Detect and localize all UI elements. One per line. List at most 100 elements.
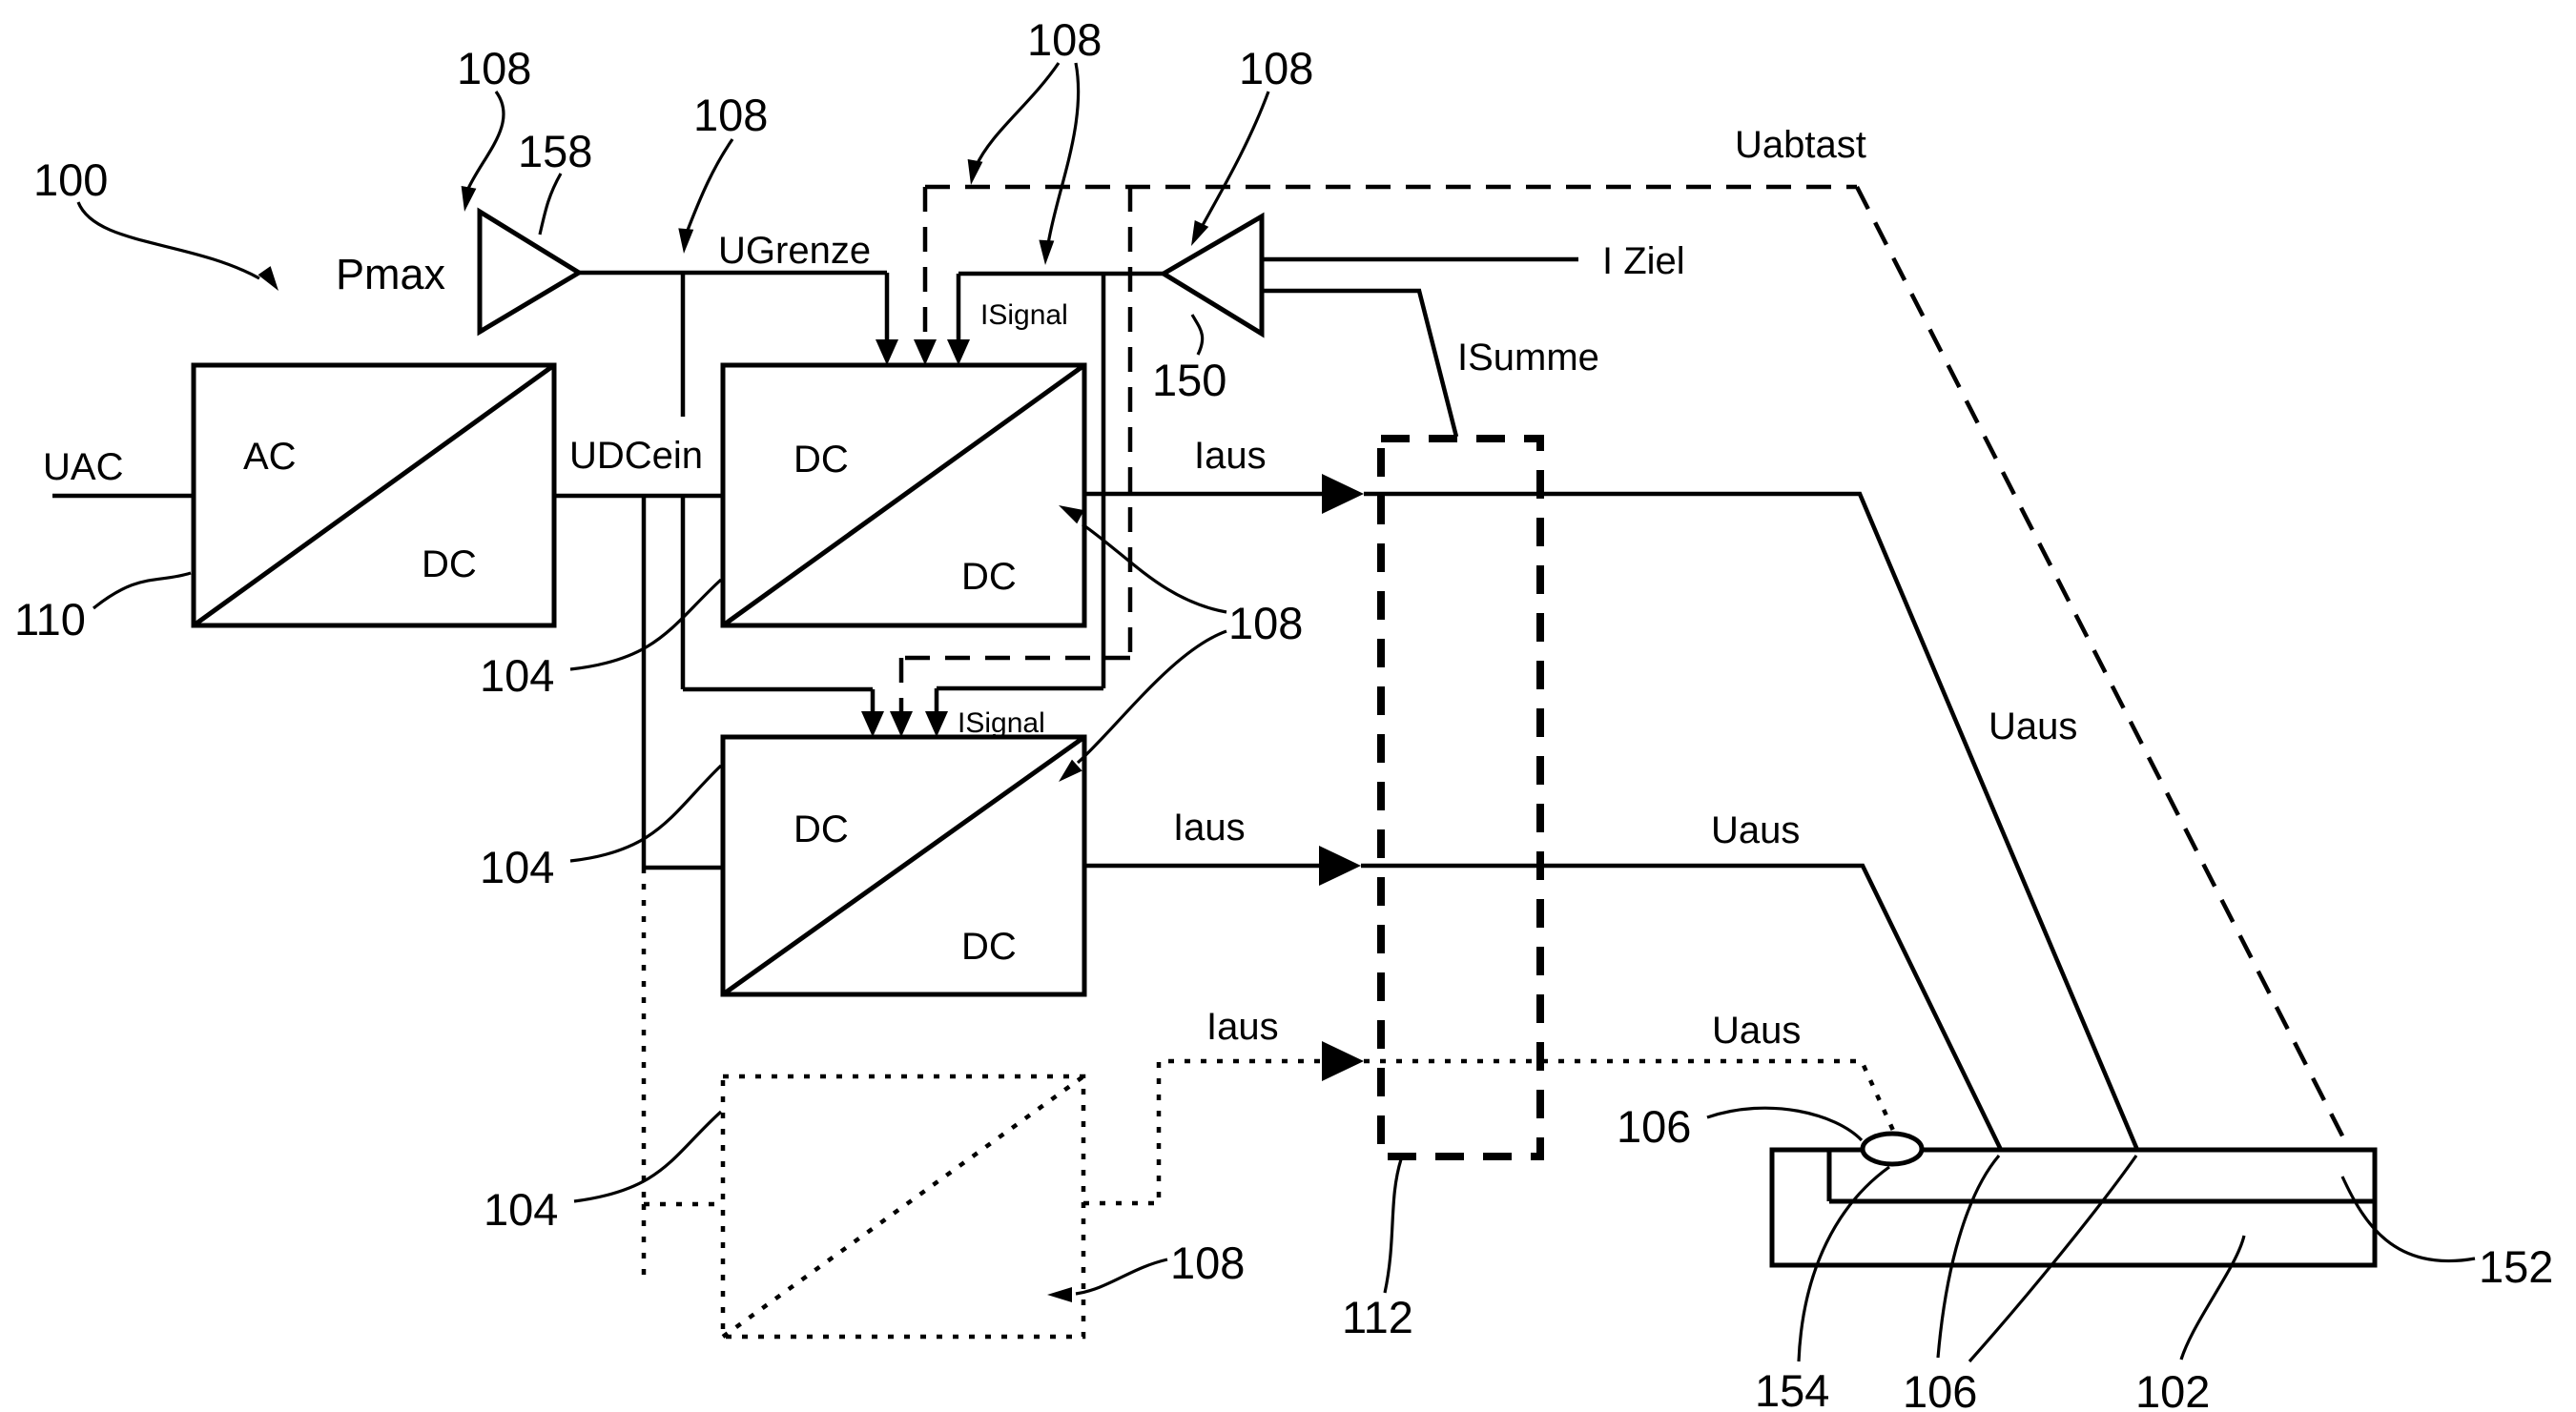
- ac-dc-diagonal: [192, 362, 556, 628]
- leader-108-5b: [1076, 629, 1227, 765]
- leader-158: [538, 173, 563, 235]
- leader-104-3: [573, 1110, 723, 1203]
- ref-106-2: 106: [1903, 1366, 1977, 1412]
- leader-150: [1190, 314, 1205, 356]
- leader-108-5a: [1082, 522, 1227, 614]
- arrow-ugrenze-box2-icon: [861, 711, 884, 737]
- leader-108-6: [1075, 1258, 1168, 1296]
- ref-108-3: 108: [1027, 14, 1102, 65]
- uaus-2-label: Uaus: [1711, 809, 1800, 851]
- ref-150: 150: [1152, 355, 1226, 405]
- battery-outer-rect: [1769, 1147, 2378, 1268]
- dc-dc-2-diagonal: [721, 734, 1086, 997]
- ref-104-1: 104: [480, 650, 554, 701]
- arrow-isignal-box2-icon: [925, 711, 948, 737]
- arrow-108-4-icon: [1191, 220, 1209, 246]
- uac-label: UAC: [43, 446, 123, 488]
- ac-dc-converter-box: AC DC: [191, 362, 557, 628]
- arrow-iaus3-icon: [1322, 1041, 1364, 1081]
- leader-102: [2179, 1235, 2246, 1361]
- isignal-2-label: ISignal: [958, 707, 1045, 739]
- uaus2-line: [1361, 863, 2004, 1151]
- arrow-108-5b-icon: [1059, 759, 1082, 782]
- ugrenze-label: UGrenze: [718, 230, 871, 272]
- dc-dc-converter-2-box: DC DC: [720, 734, 1087, 997]
- leader-112: [1383, 1158, 1403, 1294]
- iaus3-line: [1083, 1058, 1322, 1206]
- ugrenze-path: [579, 270, 898, 737]
- uaus3-line: [1364, 1058, 1898, 1136]
- ref-108-6: 108: [1170, 1238, 1245, 1288]
- uaus1-line: [1364, 491, 2140, 1151]
- pmax-amplifier-triangle: [477, 207, 584, 337]
- ref-152: 152: [2479, 1241, 2553, 1292]
- arrow-control-box2-icon: [890, 711, 913, 737]
- isumme-label: ISumme: [1457, 337, 1599, 379]
- output-2-path: [1084, 846, 2004, 1151]
- dc-label: DC: [422, 543, 477, 585]
- dc2-in-label: DC: [793, 808, 849, 850]
- arrow-108-6-icon: [1047, 1287, 1072, 1302]
- ref-108-2: 108: [693, 90, 768, 140]
- leader-108-4: [1200, 91, 1270, 228]
- dc-dc-1-diagonal: [721, 362, 1086, 628]
- leader-108-3a: [974, 62, 1061, 168]
- dc2-out-label: DC: [961, 926, 1017, 968]
- ref-110: 110: [14, 594, 86, 645]
- ref-100: 100: [33, 154, 108, 205]
- leader-100: [76, 201, 260, 280]
- i-ziel-label: I Ziel: [1602, 240, 1685, 282]
- dc1-in-label: DC: [793, 439, 849, 481]
- leader-108-2: [685, 138, 734, 234]
- sense-tap-ellipse: [1860, 1131, 1925, 1167]
- arrow-iaus1-icon: [1322, 474, 1364, 514]
- arrow-108-3a-icon: [967, 159, 983, 185]
- ref-108-5: 108: [1228, 598, 1303, 648]
- uabtast-diagonal: [1854, 185, 2351, 1149]
- isumme-line: [1262, 288, 1459, 438]
- regulator-150-triangle: [1159, 212, 1265, 338]
- output-3-path-planned: [1083, 1041, 1898, 1206]
- dc1-out-label: DC: [961, 556, 1017, 598]
- dc-dc-3-diagonal: [721, 1074, 1085, 1339]
- udcein-label-group: UDCein: [567, 431, 710, 477]
- ref-108-1: 108: [457, 43, 531, 93]
- leader-108-1: [465, 91, 505, 192]
- leader-154: [1797, 1165, 1890, 1362]
- uabtast-label: Uabtast: [1735, 124, 1866, 166]
- ref-106-1: 106: [1617, 1101, 1691, 1152]
- battery-assembly: [1769, 1147, 2378, 1268]
- arrow-108-2-icon: [678, 228, 694, 254]
- ref-104-2: 104: [480, 842, 554, 892]
- leader-104-2: [569, 764, 723, 863]
- ref-102: 102: [2135, 1366, 2210, 1412]
- uaus-1-label: Uaus: [1989, 706, 2077, 747]
- ref-104-3: 104: [484, 1184, 558, 1235]
- ref-154: 154: [1755, 1365, 1829, 1412]
- ref-108-4: 108: [1239, 43, 1313, 93]
- isignal-path: [925, 271, 1164, 737]
- leader-152: [2340, 1176, 2476, 1263]
- ref-112: 112: [1342, 1292, 1413, 1342]
- leader-108-3b: [1046, 62, 1081, 245]
- iaus-3-label: Iaus: [1206, 1006, 1279, 1048]
- isignal-1-label: ISignal: [980, 299, 1068, 331]
- uaus-3-label: Uaus: [1712, 1010, 1801, 1052]
- arrow-108-3b-icon: [1039, 239, 1055, 265]
- ac-label: AC: [243, 436, 297, 478]
- arrow-100-icon: [258, 266, 278, 291]
- udcein-label-bg: [567, 431, 710, 477]
- ref-158: 158: [518, 126, 592, 176]
- control-dashed-lines: [890, 184, 2351, 1149]
- leader-104-1: [569, 578, 723, 671]
- leader-106-1: [1706, 1106, 1864, 1142]
- arrow-iaus2-icon: [1319, 846, 1361, 886]
- dc-dc-converter-1-box: DC DC: [720, 362, 1087, 628]
- arrow-isignal-box1-icon: [947, 339, 970, 365]
- arrow-ugrenze-box1-icon: [876, 339, 898, 365]
- pmax-label: Pmax: [336, 250, 446, 298]
- dc-dc-converter-planned-box: [720, 1074, 1086, 1340]
- summing-rail-box: [1377, 435, 1544, 1160]
